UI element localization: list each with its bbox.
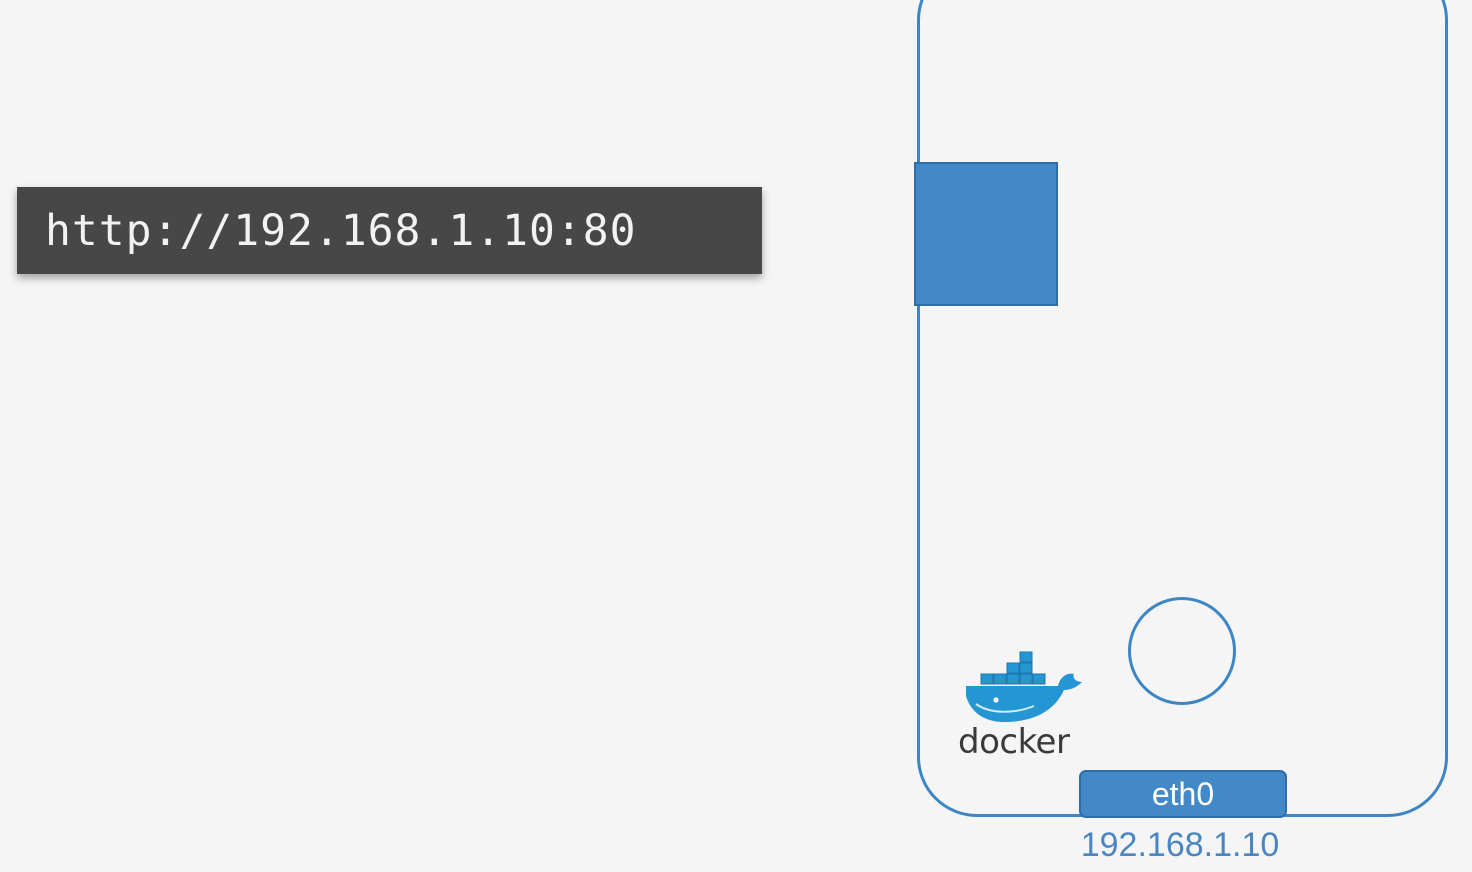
- docker-whale-icon: [966, 651, 1082, 722]
- network-interface-badge: eth0: [1079, 770, 1287, 818]
- interface-name: eth0: [1151, 775, 1215, 812]
- docker-logo: docker: [956, 648, 1091, 764]
- container-block: [914, 162, 1058, 306]
- url-text: http://192.168.1.10:80: [45, 205, 637, 256]
- url-display: http://192.168.1.10:80: [17, 187, 762, 274]
- docker-wordmark: docker: [958, 722, 1070, 762]
- host-ip-address: 192.168.1.10: [1080, 826, 1280, 864]
- port-circle: [1128, 597, 1236, 705]
